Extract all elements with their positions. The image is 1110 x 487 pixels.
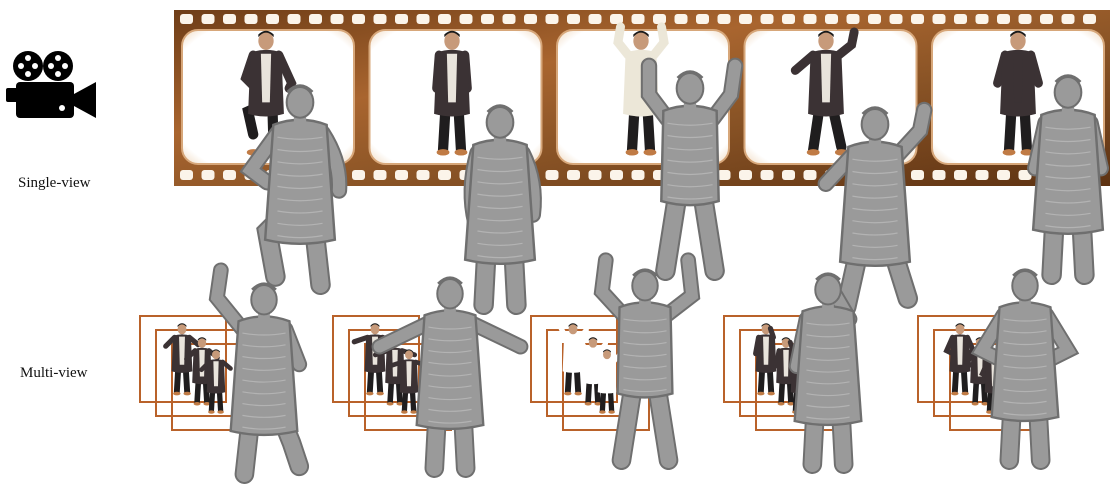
sprocket-hole [223,170,236,180]
sprocket-hole [868,14,881,24]
sprocket-hole [954,170,967,180]
view-photo-person [199,349,233,414]
multi-view-group [530,252,701,470]
sprocket-hole [782,170,795,180]
sprocket-hole [244,14,258,24]
sprocket-hole [481,14,494,24]
sprocket-hole [373,170,387,180]
sprocket-hole [782,14,795,24]
film-photo-person [993,30,1043,156]
sprocket-hole [825,14,838,24]
sprocket-hole [846,14,860,24]
mesh-figure [640,57,744,282]
view-photo-person [163,323,201,396]
view-photo-person [773,337,796,406]
movie-camera-icon [4,44,100,124]
sprocket-hole [352,170,365,180]
sprocket-hole [201,170,215,180]
sprocket-hole [631,14,645,24]
mesh-figure [593,252,701,470]
sprocket-hole [631,170,645,180]
sprocket-hole [373,14,387,24]
sprocket-hole [309,14,322,24]
sprocket-hole [545,170,559,180]
single-view-label: Single-view [18,175,91,191]
mesh-figure [371,276,529,478]
view-photo-person [594,349,622,414]
sprocket-hole [889,14,903,24]
sprocket-hole [760,14,774,24]
sprocket-hole [932,170,946,180]
multi-view-label: Multi-view [20,365,88,381]
multi-view-group [917,268,1080,470]
sprocket-hole [588,170,602,180]
mesh-figure [788,272,863,474]
mesh-figure [817,101,933,318]
film-photo-person [790,27,859,156]
sprocket-hole [1018,14,1032,24]
sprocket-hole [1083,14,1096,24]
sprocket-hole [911,170,924,180]
sprocket-hole [352,14,365,24]
multi-view-group [332,276,529,478]
sprocket-hole [696,14,709,24]
mesh-figure [208,262,310,484]
sprocket-hole [1040,14,1053,24]
sprocket-hole [739,14,752,24]
mesh-figure [239,84,348,296]
sprocket-hole [438,170,451,180]
sprocket-hole [1061,14,1075,24]
sprocket-hole [717,170,731,180]
sprocket-hole [567,170,580,180]
film-photo-person [432,30,472,156]
sprocket-hole [180,14,193,24]
mesh-figure [970,268,1080,470]
sprocket-hole [760,170,774,180]
sprocket-hole [911,14,924,24]
multi-view-figures [139,252,1080,484]
sprocket-hole [653,14,666,24]
sprocket-hole [975,14,989,24]
sprocket-hole [588,14,602,24]
sprocket-hole [610,170,623,180]
sprocket-hole [180,170,193,180]
single-view-figures [239,22,1109,318]
sprocket-hole [502,14,516,24]
sprocket-hole [954,14,967,24]
sprocket-hole [459,14,473,24]
sprocket-hole [395,14,408,24]
multi-view-group [139,262,310,484]
sprocket-hole [330,14,344,24]
sprocket-hole [803,14,817,24]
mesh-figure [1027,74,1109,286]
sprocket-hole [287,14,301,24]
sprocket-hole [416,170,430,180]
sprocket-hole [932,14,946,24]
sprocket-hole [395,170,408,180]
sprocket-hole [975,170,989,180]
view-photo-person [753,323,777,396]
mesh-figure [463,104,542,316]
sprocket-hole [610,14,623,24]
view-photo-person [579,337,609,406]
sprocket-hole [997,170,1010,180]
multi-view-group [723,272,863,474]
sprocket-hole [438,14,451,24]
sprocket-hole [997,14,1010,24]
sprocket-hole [567,14,580,24]
sprocket-hole [223,14,236,24]
view-photo-person [558,323,589,396]
sprocket-hole [545,14,559,24]
sprocket-hole [524,14,537,24]
film-photo-person [240,30,297,156]
sprocket-hole [266,14,279,24]
sprocket-hole [739,170,752,180]
sprocket-hole [803,170,817,180]
sprocket-hole [674,14,688,24]
sprocket-hole [201,14,215,24]
sprocket-hole [416,14,430,24]
sprocket-hole [717,14,731,24]
